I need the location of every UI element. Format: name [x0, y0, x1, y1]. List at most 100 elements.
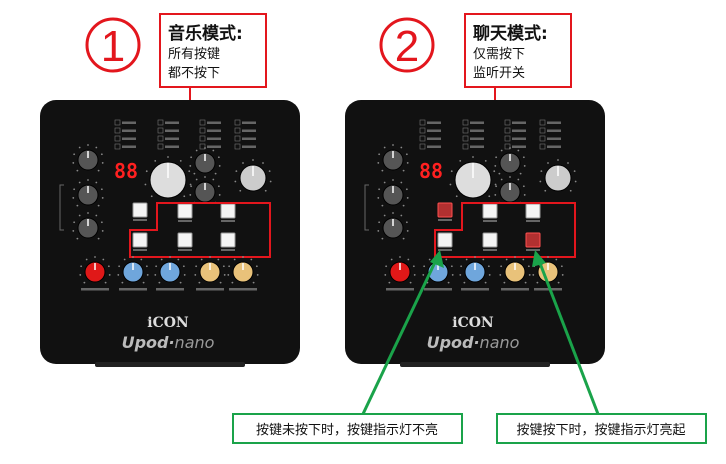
knob-tick [465, 258, 468, 261]
legend-icon [462, 127, 469, 134]
knob-tick [189, 194, 192, 196]
knob-tick [449, 183, 452, 186]
rca-input-knob[interactable] [79, 256, 111, 284]
model-main: Upod· [122, 333, 175, 352]
knob-tick [183, 195, 186, 198]
monitor-switch-button[interactable] [220, 232, 236, 248]
knob-tick [536, 281, 539, 284]
knob-tick [463, 281, 466, 284]
knob-tick [200, 258, 203, 261]
knob-tick [80, 265, 83, 268]
treble-knob[interactable] [72, 144, 104, 172]
knob-tick [76, 237, 79, 240]
knob-tick [219, 281, 222, 284]
legend-icon [199, 135, 206, 142]
knob-tick [503, 281, 506, 284]
legend-icon [199, 143, 206, 150]
instrument1-knob[interactable] [499, 256, 531, 284]
echo-button-button[interactable] [525, 203, 541, 219]
knob-tick [460, 265, 463, 268]
mode-line-1: 所有按键 [168, 47, 220, 62]
bass-knob[interactable] [377, 212, 409, 240]
knob-tick [385, 265, 388, 268]
button-label [221, 249, 235, 251]
legend-label [547, 121, 561, 124]
instrument2-knob[interactable] [227, 256, 259, 284]
rca-input-knob[interactable] [384, 256, 416, 284]
knob-tick [423, 265, 426, 268]
knob-tick [445, 258, 448, 261]
step-number-circle [85, 17, 141, 73]
echo-button-button[interactable] [220, 203, 236, 219]
mic1-gain-knob[interactable] [117, 256, 149, 284]
knob-tick [100, 153, 103, 156]
model-logo: Upod·nano [122, 333, 215, 352]
knob-tick [400, 214, 403, 217]
knob-tick [101, 197, 104, 199]
knob-tick [384, 274, 387, 276]
knob-tick [94, 256, 96, 258]
mic2-gain-knob[interactable] [459, 256, 491, 284]
knob-tick [383, 146, 386, 149]
knob-tick [79, 274, 82, 276]
input-select-button[interactable] [482, 203, 498, 219]
knob-tick [193, 172, 196, 175]
knob-tick [378, 153, 381, 156]
device-base [400, 362, 550, 367]
knob-tick [547, 162, 549, 164]
mute-button-button[interactable] [437, 232, 453, 248]
master-volume-knob[interactable] [144, 156, 192, 199]
knob-tick [182, 265, 185, 268]
instrument1-knob[interactable] [194, 256, 226, 284]
knob-tick [100, 221, 103, 224]
knob-tick [561, 274, 564, 276]
headphone-knob[interactable] [234, 159, 272, 192]
knob-tick [145, 170, 148, 173]
reverb-button-button[interactable] [177, 232, 193, 248]
knob-tick [195, 178, 198, 181]
knob-tick [97, 237, 100, 240]
knob-cap [239, 164, 267, 192]
bass-knob[interactable] [72, 212, 104, 240]
monitor-switch-button[interactable] [525, 232, 541, 248]
reverb-button-button[interactable] [482, 232, 498, 248]
note-box [496, 413, 707, 444]
legend-label [512, 121, 526, 124]
legend-icon [504, 119, 511, 126]
arrow-head [532, 250, 546, 267]
knob-tick [158, 281, 161, 284]
knob-cap [122, 261, 144, 283]
knob-tick [78, 181, 81, 184]
mic2-gain-knob[interactable] [154, 256, 186, 284]
treble-knob[interactable] [377, 144, 409, 172]
knob-tick [97, 169, 100, 172]
dsp-knob-1[interactable] [189, 147, 221, 175]
mid-knob[interactable] [72, 179, 104, 207]
knob-tick [377, 230, 380, 232]
knob-tick [222, 265, 225, 268]
device-base [95, 362, 245, 367]
knob-tick [264, 189, 267, 192]
legend-label [165, 129, 179, 132]
knob-tick [557, 281, 560, 284]
knob-tick [407, 258, 410, 261]
dsp-knob-1[interactable] [494, 147, 526, 175]
master-volume-knob[interactable] [449, 156, 497, 199]
mid-knob[interactable] [377, 179, 409, 207]
legend-icon [157, 143, 164, 150]
legend-icon [234, 135, 241, 142]
knob-cap [77, 184, 99, 206]
device-body [40, 100, 300, 364]
legend-label [427, 121, 441, 124]
legend-icon [462, 119, 469, 126]
knob-tick [499, 274, 502, 276]
headphone-knob[interactable] [539, 159, 577, 192]
legend-label [207, 145, 221, 148]
input-select-button[interactable] [177, 203, 193, 219]
legend-label [242, 121, 256, 124]
knob-tick [509, 176, 511, 178]
phantom-48v-button[interactable] [437, 202, 453, 218]
mute-button-button[interactable] [132, 232, 148, 248]
phantom-48v-button[interactable] [132, 202, 148, 218]
